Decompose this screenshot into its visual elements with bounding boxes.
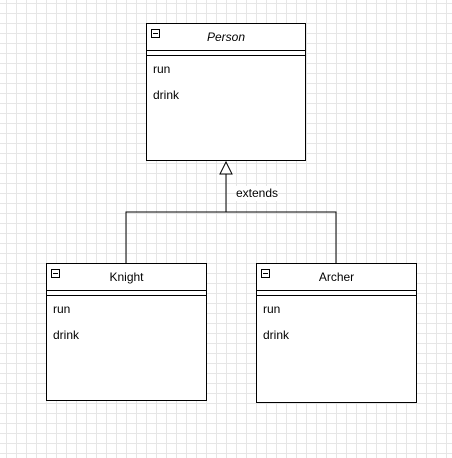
class-person-header[interactable]: Person — [147, 24, 305, 51]
method-run[interactable]: run — [53, 302, 71, 316]
class-person-name: Person — [206, 30, 246, 44]
method-drink[interactable]: drink — [263, 328, 290, 342]
class-person[interactable]: Person run drink — [146, 23, 306, 161]
method-drink[interactable]: drink — [53, 328, 80, 342]
extends-label: extends — [236, 186, 279, 201]
class-knight-methods: run drink — [47, 296, 206, 343]
inheritance-arrowhead-icon — [219, 160, 233, 175]
class-divider — [147, 51, 305, 56]
class-knight-header[interactable]: Knight — [47, 264, 206, 291]
method-run[interactable]: run — [153, 62, 171, 76]
class-divider — [47, 291, 206, 296]
collapse-icon[interactable] — [151, 29, 160, 38]
class-knight-name: Knight — [109, 270, 144, 284]
class-archer-methods: run drink — [257, 296, 416, 343]
class-person-methods: run drink — [147, 56, 305, 103]
class-knight[interactable]: Knight run drink — [46, 263, 207, 401]
class-archer-header[interactable]: Archer — [257, 264, 416, 291]
method-drink[interactable]: drink — [153, 88, 180, 102]
generalization-branch-line[interactable] — [125, 211, 337, 264]
collapse-icon[interactable] — [51, 269, 60, 278]
method-run[interactable]: run — [263, 302, 281, 316]
class-archer[interactable]: Archer run drink — [256, 263, 417, 403]
class-divider — [257, 291, 416, 296]
class-archer-name: Archer — [318, 270, 355, 284]
collapse-icon[interactable] — [261, 269, 270, 278]
